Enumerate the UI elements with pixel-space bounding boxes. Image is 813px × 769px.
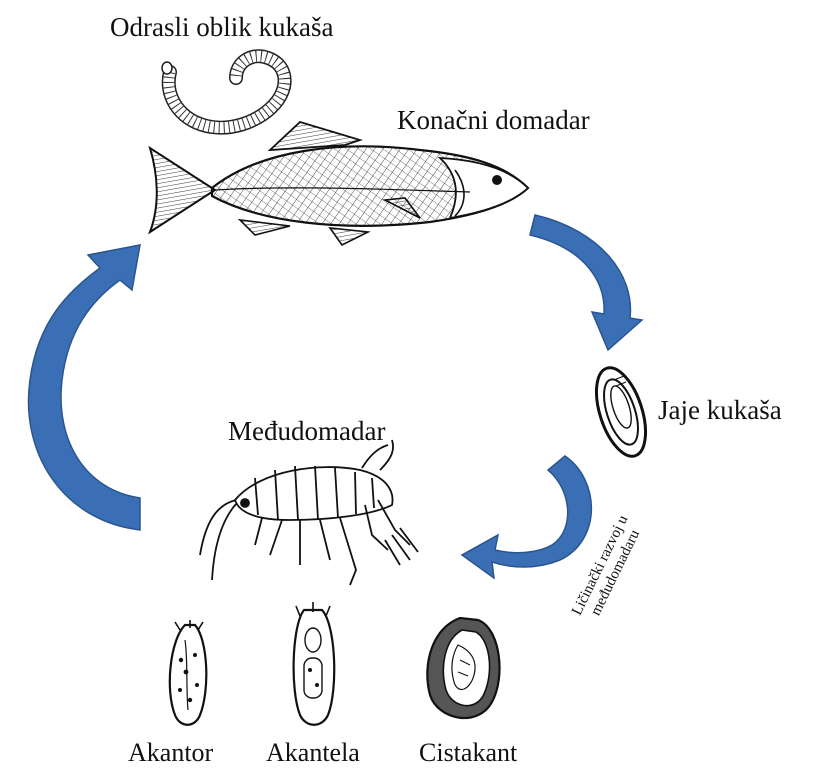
acanthor-label: Akantor [128,740,213,766]
amphipod-illustration [200,440,418,585]
arrow-egg-to-intermediate [462,456,591,578]
cystacanth-illustration [427,618,499,718]
egg-label: Jaje kukaša [658,397,782,424]
egg-illustration [587,362,655,462]
adult-form-label: Odrasli oblik kukaša [110,14,333,41]
adult-worm-illustration [162,56,285,127]
acanthella-illustration [294,602,335,725]
final-host-label: Konačni domadar [397,107,590,134]
acanthor-illustration [170,620,207,725]
arrow-intermediate-to-fish [28,245,140,530]
arrow-fish-to-egg [530,215,642,350]
intermediate-host-label: Međudomadar [228,418,385,445]
acanthella-label: Akantela [266,740,360,766]
cystacanth-label: Cistakant [419,740,517,766]
fish-illustration [150,122,528,245]
